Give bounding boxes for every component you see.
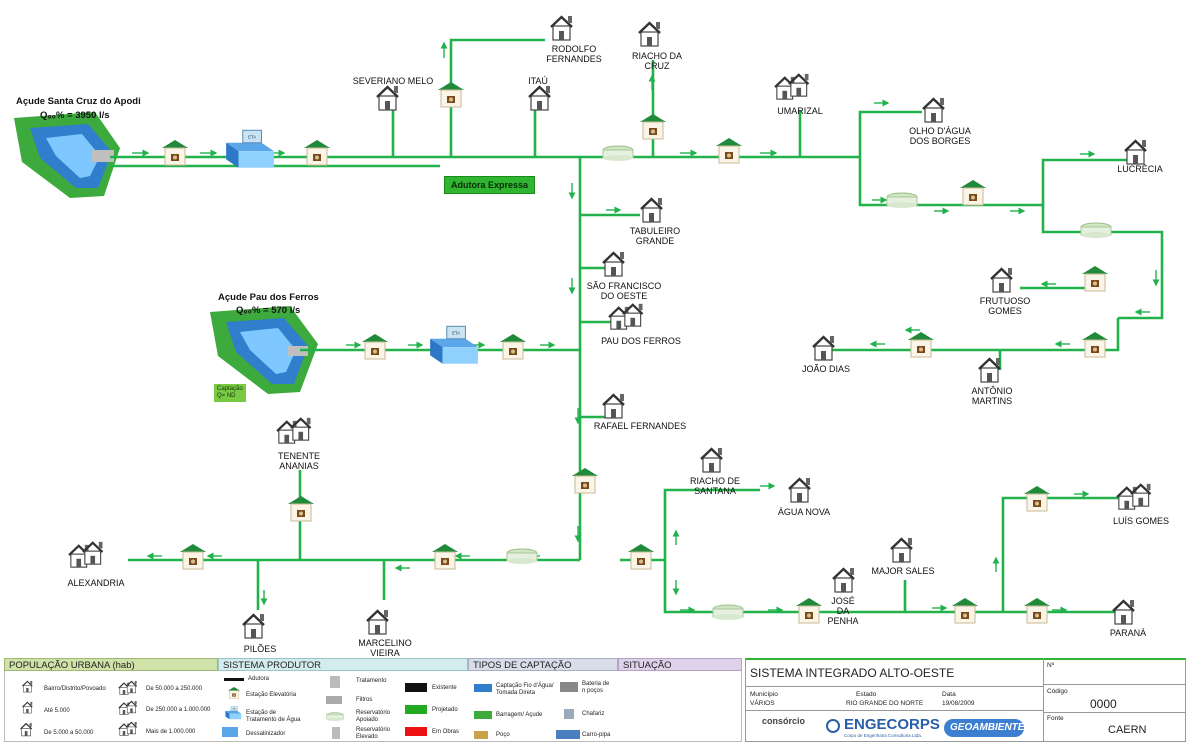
town-label-tenente-ananias: TENENTE ANANIAS [277, 451, 320, 471]
legend-status-item: Em Obras [432, 729, 460, 735]
estado-label: Estado [856, 691, 877, 698]
eta-apodi-icon [225, 129, 275, 169]
codigo-value: 0000 [1090, 697, 1117, 711]
reservoir-pau-dos-ferros-title: Açude Pau dos Ferros [218, 292, 319, 303]
town-label-tabuleiro-grande: TABULEIRO GRANDE [629, 226, 681, 246]
codigo-label: Código [1047, 688, 1068, 695]
legend-cap-title: TIPOS DE CAPTAÇÃO [468, 658, 618, 671]
legend-status-item: Projetado [432, 707, 458, 713]
reservoir-tanks [506, 145, 1112, 620]
legend-prod-item: Reservatório Elevado [356, 727, 391, 740]
legend-prod-item: Adutora [248, 676, 270, 682]
town-label-parana: PARANÁ [1109, 628, 1147, 638]
legend-prod-item: Estação Elevatória [246, 692, 297, 698]
adutora-expressa-badge: Adutora Expressa [444, 176, 536, 194]
title-block-divider [1043, 684, 1186, 685]
legend-pop-item: Mais de 1.000.000 [146, 729, 196, 735]
town-label-rodolfo-fernandes: RODOLFO FERNANDES [546, 44, 602, 64]
legend-pop-title: POPULAÇÃO URBANA (hab) [4, 658, 218, 671]
legend-prod-title: SISTEMA PRODUTOR [218, 658, 468, 671]
title-block-divider [1043, 658, 1044, 742]
consorcio-label: consórcio [762, 716, 806, 726]
geoambiente-logo: GEOAMBIENTE [950, 722, 1025, 733]
legend-cap-item: Poço [496, 732, 510, 738]
data-label: Data [942, 691, 956, 698]
legend-prod-item: Reservatório Apoiado [356, 710, 391, 723]
reservoir-santa-cruz-flow: Q₉₀% = 3950 l/s [40, 110, 110, 121]
town-label-jose-da-penha: JOSÉ DA PENHA [827, 596, 859, 626]
town-label-rafael-fernandes: RAFAEL FERNANDES [593, 421, 687, 431]
engecorps-logo-icon [826, 719, 840, 733]
legend-prod-item: Estação de Tratamento de Água [246, 710, 301, 723]
legend-cap-item: Barragem/ Açude [496, 712, 543, 718]
system-title: SISTEMA INTEGRADO ALTO-OESTE [750, 666, 955, 680]
town-label-pau-dos-ferros: PAU DOS FERROS [601, 336, 681, 346]
eta-pau-dos-ferros-icon [429, 325, 479, 365]
legend-cap-item: Bateria de n poços [582, 681, 610, 694]
legend-pop-item: De 250.000 a 1.000.000 [146, 707, 211, 713]
legend-pop-item: Até 5.000 [44, 708, 70, 714]
town-label-major-sales: MAJOR SALES [871, 566, 935, 576]
fonte-value: CAERN [1108, 724, 1147, 736]
captacao-badge: Captação Q= ND [214, 384, 246, 402]
data-value: 19/08/2009 [942, 700, 975, 707]
town-label-lucrecia: LUCRÉCIA [1117, 164, 1163, 174]
reservoir-pau-dos-ferros-flow: Q₉₀% = 570 l/s [236, 305, 301, 316]
legend-prod-item: Filtros [356, 697, 373, 703]
town-label-sao-francisco-do-oeste: SÃO FRANCISCO DO OESTE [586, 281, 662, 301]
town-label-itau: ITAÚ [528, 76, 548, 86]
reservoir-santa-cruz-title: Açude Santa Cruz do Apodi [16, 96, 141, 107]
reservoir-santa-cruz-illustration [14, 112, 120, 198]
town-label-agua-nova: ÁGUA NOVA [777, 507, 831, 517]
flow-arrows [132, 41, 1160, 614]
town-label-marcelino-vieira: MARCELINO VIEIRA [358, 638, 412, 658]
estado-value: RIO GRANDE DO NORTE [846, 700, 924, 707]
town-label-frutuoso-gomes: FRUTUOSO GOMES [979, 296, 1031, 316]
legend-pop-item: De 50.000 a 250.000 [146, 686, 203, 692]
legend-prod-item: Dessalinizador [246, 731, 286, 737]
legend-prod-item: Tratamento [356, 678, 387, 684]
town-label-piloes: PILÕES [243, 644, 277, 654]
legend-pop-item: De 5.000 a 50.000 [44, 730, 94, 736]
number-label: Nº [1047, 662, 1055, 669]
legend-pop-item: Bairro/Distrito/Povoado [44, 686, 106, 692]
legend-sit-title: SITUAÇÃO [618, 658, 742, 671]
legend-cap-item: Carro-pipa [582, 732, 611, 738]
town-label-umarizal: UMARIZAL [777, 106, 823, 116]
title-block-divider [745, 686, 1043, 687]
fonte-label: Fonte [1047, 715, 1064, 722]
town-label-olho-dagua-dos-borges: OLHO D'ÁGUA DOS BORGES [909, 126, 971, 146]
municipio-label: Município [750, 691, 778, 698]
reservoir-pau-dos-ferros-illustration [210, 306, 318, 394]
municipio-value: VÁRIOS [750, 700, 775, 707]
town-label-alexandria: ALEXANDRIA [67, 578, 125, 588]
town-label-luis-gomes: LUÍS GOMES [1112, 516, 1169, 526]
title-block-divider [1043, 712, 1186, 713]
town-label-severiano-melo: SEVERIANO MELO [352, 76, 434, 86]
title-block-divider [745, 710, 1043, 711]
town-label-joao-dias: JOÃO DIAS [801, 364, 850, 374]
engecorps-logo: ENGECORPS [844, 716, 940, 733]
town-label-antonio-martins: ANTÔNIO MARTINS [971, 386, 1013, 406]
legend-cap-item: Chafariz [582, 711, 605, 717]
legend-cap-item: Captação Fio d'Água/ Tomada Direta [496, 683, 554, 696]
town-label-riacho-da-cruz: RIACHO DA CRUZ [631, 51, 682, 71]
engecorps-subtitle: Corpo de Engenharia Consultoria Ltda. [844, 733, 923, 738]
geoambiente-logo-icon [944, 719, 1024, 737]
legend-status-item: Existente [432, 685, 457, 691]
town-label-riacho-de-santana: RIACHO DE SANTANA [689, 476, 740, 496]
